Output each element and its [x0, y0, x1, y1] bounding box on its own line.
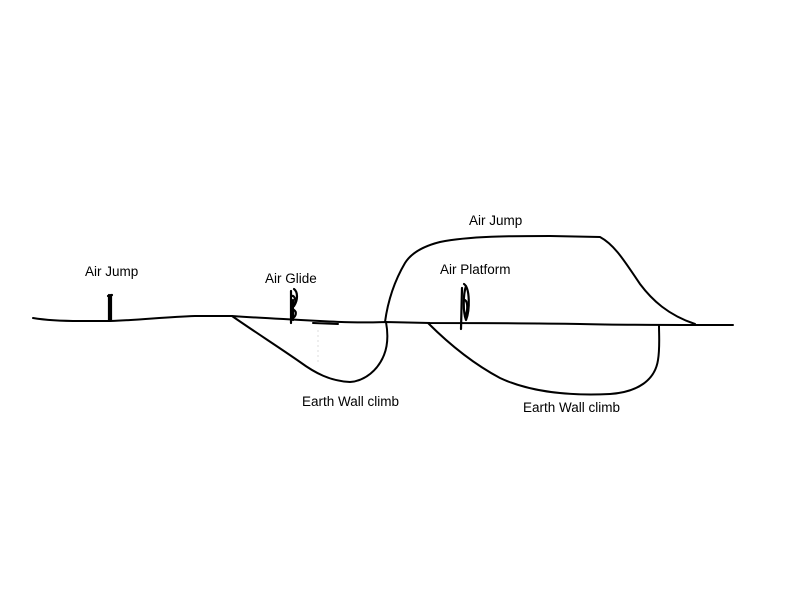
air-glide-marker — [289, 287, 299, 325]
label-air-jump-left: Air Jump — [85, 264, 138, 279]
label-air-glide: Air Glide — [265, 271, 317, 286]
upper-jump-arc — [384, 235, 696, 325]
air-platform-marker — [459, 282, 470, 331]
label-earth-wall-climb-right: Earth Wall climb — [523, 400, 620, 415]
ledge-mark — [312, 322, 339, 325]
label-earth-wall-climb-left: Earth Wall climb — [302, 394, 399, 409]
right-earth-pit — [427, 322, 661, 396]
label-air-jump-top: Air Jump — [469, 213, 522, 228]
ground-line — [32, 315, 734, 326]
label-air-platform: Air Platform — [440, 262, 511, 277]
left-earth-pit — [231, 315, 389, 383]
air-jump-marker — [106, 293, 114, 322]
